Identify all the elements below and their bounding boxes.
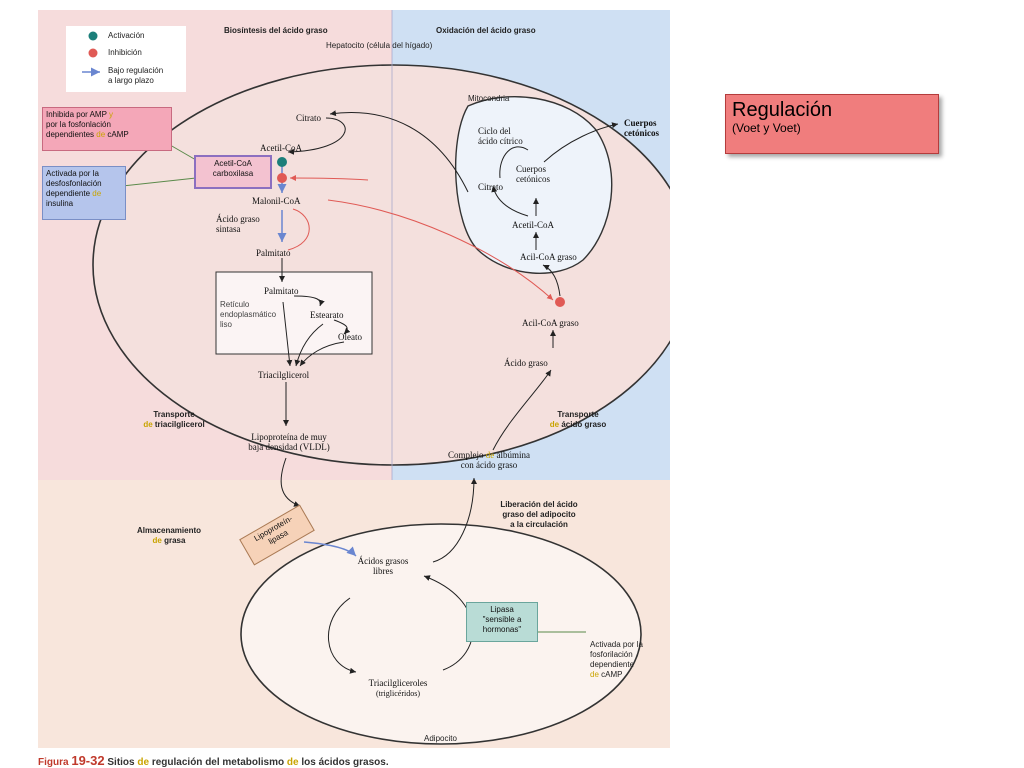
section-adipocyte: Adipocito: [424, 734, 457, 743]
slide-title: Regulación: [732, 99, 833, 121]
activation-dot: [88, 31, 98, 41]
met-fas-2: sintasa: [216, 224, 241, 234]
met-cycle-2: ácido cítrico: [478, 136, 523, 146]
legend-long-term-1: Bajo regulación: [108, 66, 164, 75]
note-inhibited: Inhibida por AMP y por la fosfonlación d…: [42, 107, 172, 151]
met-cycle-1: Ciclo del: [478, 126, 511, 136]
diagram-svg: [38, 10, 670, 748]
met-cuerpos-out-1: Cuerpos: [624, 118, 657, 128]
met-tags: Triacilgliceroles(triglicéridos): [368, 678, 428, 698]
met-acil-coa-graso: Acil-CoA graso: [522, 318, 579, 328]
section-biosynthesis: Biosíntesis del ácido graso: [224, 26, 328, 35]
met-acetil-coa-mito: Acetil-CoA: [512, 220, 554, 230]
acc-activation-dot: [277, 157, 287, 167]
section-storage: Almacenamiento de grasa: [136, 526, 202, 545]
section-mitochondria: Mitocondria: [468, 94, 510, 103]
note-activated: Activada por la desfosfonlación dependie…: [42, 166, 126, 220]
met-citrato: Citrato: [296, 113, 321, 123]
met-citrato-mito: Citrato: [478, 182, 503, 192]
er-label-2: endoplasmático: [220, 310, 277, 319]
met-cuerpos-out-2: cetónicos: [624, 128, 659, 138]
met-malonil-coa: Malonil-CoA: [252, 196, 301, 206]
figure-diagram: Activación Inhibición Bajo regulación a …: [38, 10, 670, 748]
met-palmitato: Palmitato: [256, 248, 291, 258]
acc-inhibition-dot: [277, 173, 287, 183]
legend-activation: Activación: [108, 31, 145, 40]
met-acido-graso: Ácido graso: [504, 358, 548, 368]
er-box: [215, 271, 373, 355]
met-estearato: Estearato: [310, 310, 344, 320]
met-oleato: Oleato: [338, 332, 362, 342]
inhibition-dot: [88, 48, 98, 58]
adipocyte-membrane: [240, 523, 642, 745]
met-cuerpos-in-1: Cuerpos: [516, 164, 546, 174]
section-oxidation: Oxidación del ácido graso: [436, 26, 536, 35]
met-acetil-coa: Acetil-CoA: [260, 143, 302, 153]
legend-long-term-2: a largo plazo: [108, 76, 154, 85]
met-fas-1: Ácido graso: [216, 214, 260, 224]
figure-caption: Figura 19-32 Sitios de regulación del me…: [38, 753, 389, 768]
met-palmitato-er: Palmitato: [264, 286, 299, 296]
met-acil-coa-mito: Acil-CoA graso: [520, 252, 577, 262]
slide-title-box: Regulación (Voet y Voet): [725, 94, 939, 154]
er-label-1: Retículo: [220, 300, 250, 309]
note-hsl-activated: Activada por la fosforilación dependient…: [590, 640, 643, 679]
section-release: Liberación del ácido graso del adipocito…: [500, 500, 578, 529]
met-albumin-complex: Complejo de albúmina con ácido graso: [448, 450, 530, 470]
section-hepatocyte: Hepatocito (célula del hígado): [326, 41, 433, 50]
legend-inhibition: Inhibición: [108, 48, 142, 57]
section-tag-transport: Transporte de triacilglicerol: [143, 410, 205, 429]
legend-box: [66, 26, 186, 92]
met-cuerpos-in-2: cetónicos: [516, 174, 550, 184]
cpt-inhibition-dot: [555, 297, 565, 307]
section-fa-transport: Transporte de ácido graso: [549, 410, 607, 429]
slide-subtitle: (Voet y Voet): [732, 121, 801, 135]
er-label-3: liso: [220, 320, 233, 329]
met-triacilglicerol: Triacilglicerol: [258, 370, 310, 380]
